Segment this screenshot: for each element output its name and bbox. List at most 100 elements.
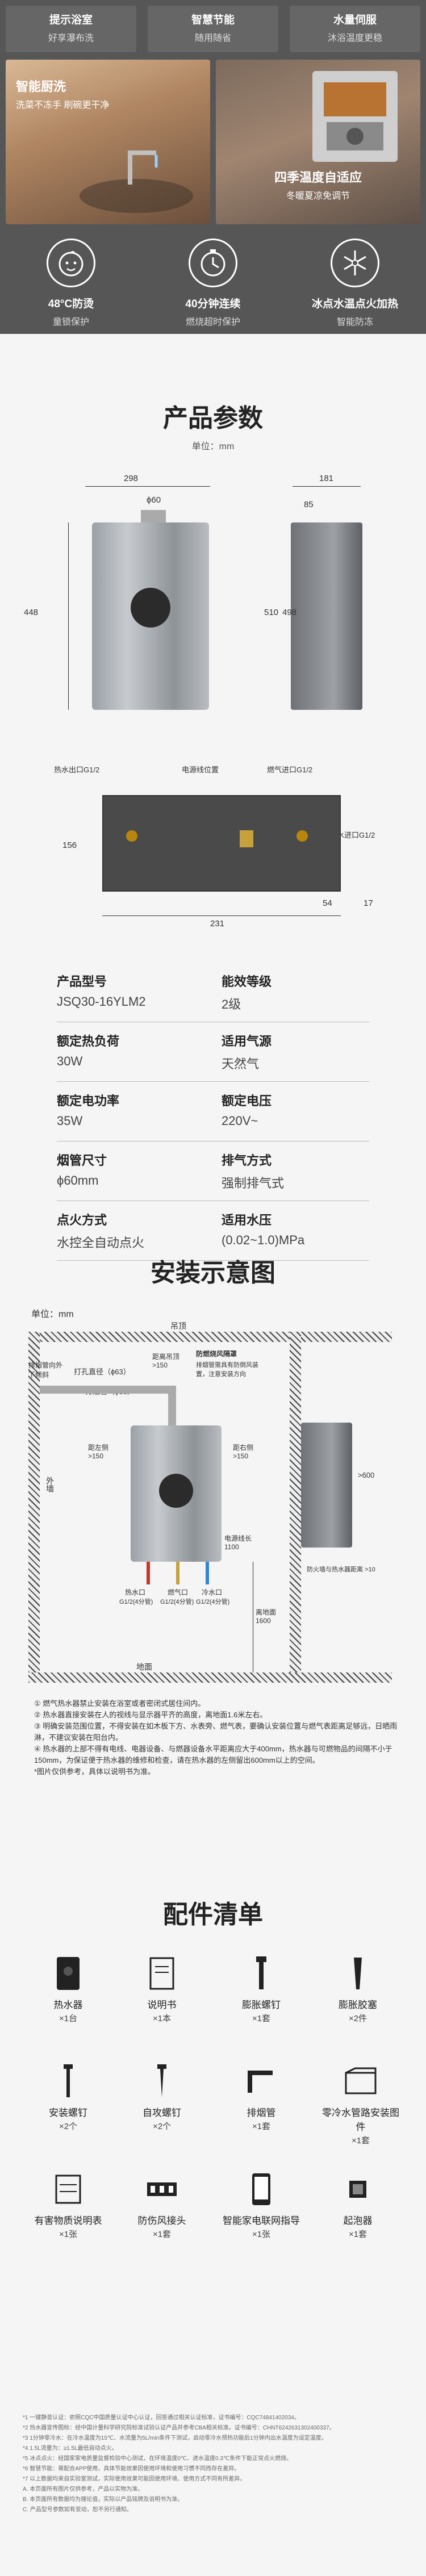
accessory-qty: ×1套: [252, 2014, 271, 2023]
label-outdoor: 外墙: [45, 1477, 55, 1492]
feature-subtitle: 随用随省: [194, 34, 231, 43]
display-panel: [131, 588, 170, 628]
accessory-qty: ×1张: [59, 2230, 78, 2239]
accessory-item: 零冷水管路安装图件 ×1套: [318, 2061, 403, 2146]
hot-out-port: [126, 830, 137, 842]
exhaust-collar: [141, 510, 166, 522]
accessory-name: 说明书: [147, 2000, 177, 2010]
anchor-icon: [338, 1954, 378, 1993]
heater-icon: [48, 1954, 88, 1993]
footnote: *4 1.5L流量为：≥1.5L最低自动点火。: [23, 2445, 118, 2452]
accessory-name: 有害物质说明表: [34, 2215, 102, 2226]
footnote: A. 本页面所有图片仅供参考，产品以实物为准。: [23, 2486, 144, 2493]
spec-value: (0.02~1.0)MPa: [222, 1233, 305, 1247]
caption-subtitle: 冬暖夏凉免调节: [286, 191, 350, 201]
label-hot-water: 热水口: [125, 1588, 146, 1596]
spec-key: 产品型号: [57, 975, 107, 989]
accessory-item: 排烟管 ×1套: [224, 2061, 298, 2132]
install-title: 安装示意图: [151, 1259, 275, 1287]
accessory-name: 排烟管: [247, 2107, 276, 2118]
label-fire-guard: 防燃烧风隔罩: [196, 1350, 237, 1358]
feature-title: 冰点水温点火加热: [311, 298, 398, 310]
spec-key: 额定电功率: [57, 1094, 120, 1108]
outer-wall-hatch: [28, 1332, 40, 1672]
install-note: ② 热水器直接安装在人的视线与显示器平齐的高度，离地面1.6米左右。: [34, 1711, 268, 1719]
label-gas-in: 燃气进口G1/2: [267, 766, 313, 774]
label-ceiling: 吊顶: [170, 1322, 186, 1331]
caption-title: 智能厨洗: [16, 80, 66, 94]
ground-hatch: [28, 1672, 392, 1683]
label-cold-water: 冷水口: [202, 1588, 223, 1596]
footnote: B. 本页面所有数据均为理论值，实际以产品铭牌及说明书为准。: [23, 2496, 183, 2503]
spec-row: 点火方式水控全自动点火 适用水压(0.02~1.0)MPa: [57, 1201, 369, 1261]
accessory-name: 自攻螺钉: [143, 2107, 181, 2118]
dim-side-h2: 498: [282, 608, 297, 617]
feature-row-top: 提示浴室 好享瀑布洗 智慧节能 随用随省 水量伺服 沐浴温度更稳: [0, 0, 426, 57]
heater-front-view: [92, 522, 209, 710]
footnote: *2 热水器宣传图标：经中国计量科学研究院标准试验认证产品并参考CBA相关标准。…: [23, 2425, 335, 2431]
label-cold-in: 冷水进口G1/2: [329, 831, 375, 839]
accessory-qty: ×1台: [59, 2014, 78, 2023]
spec-value: 天然气: [222, 1057, 260, 1071]
dim-bottom-width: 231: [210, 919, 225, 929]
label-power-pos: 电源线位置: [182, 766, 219, 774]
tapping-screw-icon: [142, 2061, 182, 2101]
spec-key: 点火方式: [57, 1213, 107, 1227]
feature-title: 水量伺服: [333, 14, 377, 26]
spec-value: JSQ30-16YLM2: [57, 994, 146, 1009]
dim-pipe-diam: ϕ60: [147, 495, 161, 505]
sink-illustration: [80, 150, 193, 213]
exhaust-pipe-vertical: [168, 1386, 176, 1425]
feature-subtitle: 好享瀑布洗: [48, 34, 94, 43]
spec-key: 额定电压: [222, 1094, 272, 1108]
spec-cell: 点火方式水控全自动点火: [57, 1210, 204, 1251]
accessory-name: 智能家电联网指导: [223, 2215, 300, 2226]
accessory-name: 膨胀胶塞: [339, 2000, 377, 2010]
icon-feature-row: 48°C防烫 童锁保护 40分钟连续 燃烧超时保护 冰点水温点火加热 智能防冻: [0, 227, 426, 329]
heater-internal-illustration: [312, 71, 398, 162]
accessory-item: 自攻螺钉 ×2个: [125, 2061, 199, 2132]
install-notes: ① 燃气热水器禁止安装在浴室或者密闭式居住间内。 ② 热水器直接安装在人的视线与…: [34, 1698, 398, 1778]
label-gas-size: G1/2(4分管): [160, 1599, 194, 1605]
feature-card-saving: 智慧节能 随用随省: [148, 6, 278, 52]
feature-title: 提示浴室: [49, 14, 93, 26]
feature-40min: 40分钟连续 燃烧超时保护: [142, 239, 284, 328]
label-cold-water-size: G1/2(4分管): [196, 1599, 230, 1605]
dim-line: [68, 522, 69, 710]
accessory-name: 零冷水管路安装图件: [322, 2107, 399, 2132]
label-hot-out: 热水出口G1/2: [54, 766, 100, 774]
feature-anti-scald: 48°C防烫 童锁保护: [0, 239, 142, 328]
accessories-title: 配件清单: [163, 1901, 263, 1929]
install-heater-front: [131, 1425, 222, 1562]
spec-value: 2级: [222, 997, 241, 1011]
accessory-item: 热水器 ×1台: [31, 1954, 105, 2024]
manual-icon: [142, 1954, 182, 1993]
accessory-name: 起泡器: [343, 2215, 373, 2226]
spec-cell: 产品型号 JSQ30-16YLM2: [57, 972, 204, 1009]
connector-icon: [142, 2169, 182, 2209]
label-gas: 燃气口: [168, 1588, 189, 1596]
spec-value: 35W: [57, 1114, 83, 1128]
pipe-kit-icon: [341, 2061, 381, 2101]
feature-subtitle: 智能防冻: [336, 317, 373, 327]
feature-title: 智慧节能: [191, 14, 235, 26]
footnote: *7 以上数据均来自实验室测试，实际使用效果可能因使用环境、使用方式不同有所差异…: [23, 2476, 246, 2482]
exhaust-pipe-horizontal: [40, 1386, 176, 1394]
params-title: 产品参数: [163, 404, 263, 432]
feature-card-servo: 水量伺服 沐浴温度更稳: [290, 6, 420, 52]
season-adapt-photo: 四季温度自适应 冬暖夏凉免调节: [216, 60, 420, 224]
dim-line: [293, 486, 361, 487]
label-ceiling-dist: 距离吊顶 >150: [152, 1353, 180, 1369]
accessory-item: 智能家电联网指导 ×1张: [219, 2169, 304, 2240]
params-unit: 单位：mm: [191, 442, 235, 451]
install-note: ④ 热水器的上部不得有电线、电器设备、与燃器设备水平距离应大于400mm，热水器…: [34, 1745, 392, 1764]
heater-side-view: [291, 522, 362, 710]
phone-icon: [241, 2169, 281, 2209]
spec-value: ϕ60mm: [57, 1173, 99, 1187]
feature-freeze-ignition: 冰点水温点火加热 智能防冻: [284, 239, 426, 328]
caption-title: 四季温度自适应: [274, 170, 362, 185]
